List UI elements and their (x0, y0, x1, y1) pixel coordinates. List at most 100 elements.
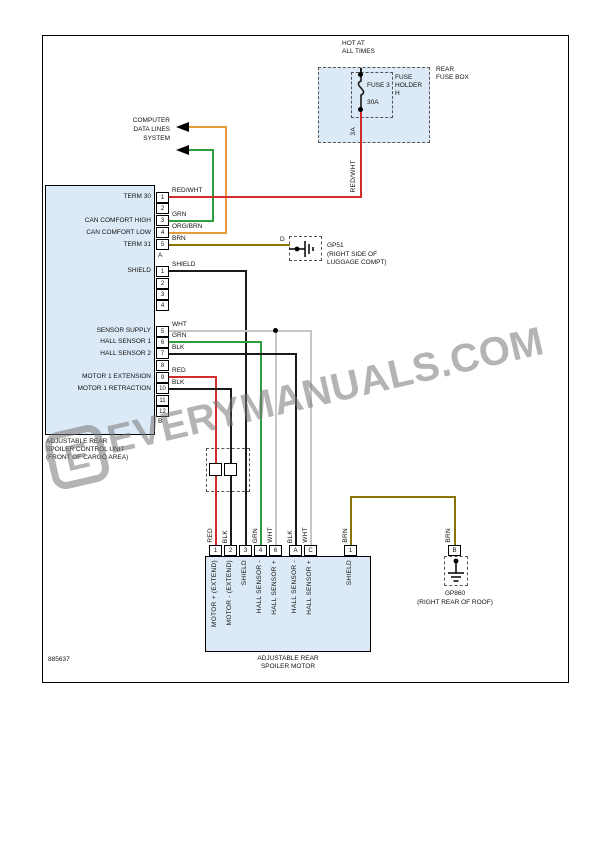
label-can-comfort-high: CAN COMFORT HIGH (84, 217, 151, 224)
wire-label-shield: SHIELD (172, 261, 196, 268)
cu-pin-a2: 2 (156, 203, 169, 214)
gp860-wire-label-brn: BRN (445, 528, 452, 543)
wire-motor-ret-blk (169, 388, 232, 390)
wire-term30-red-wht-vertical (360, 112, 362, 198)
wire-motor-shield-brn-across (350, 496, 456, 498)
label-term30: TERM 30 (123, 193, 151, 200)
wire-can-high-grn-pin (169, 220, 214, 222)
motor-label-shield-2: SHIELD (346, 560, 353, 586)
wire-motor-shield-brn-up (350, 496, 352, 546)
gp860-location: (RIGHT REAR OF ROOF) (417, 599, 493, 606)
wire-can-high-grn (189, 149, 214, 151)
wire-label-wht-b5: WHT (172, 321, 187, 328)
label-term31: TERM 31 (123, 241, 151, 248)
label-can-comfort-low: CAN COMFORT LOW (86, 229, 151, 236)
motor-pin-1: 1 (209, 545, 222, 556)
wire-shield-vertical (245, 270, 247, 546)
cu-pin-b9: 9 (156, 372, 169, 383)
motor-pin-6: 6 (269, 545, 282, 556)
wire-can-low-org-brn-vertical (225, 126, 227, 234)
wire-label-org-brn: ORG/BRN (172, 223, 203, 230)
fuse-holder-box (351, 72, 393, 118)
motor-caption-1: ADJUSTABLE REAR (257, 655, 319, 662)
computer-data-lines-label-1: COMPUTER (132, 117, 170, 124)
rear-fuse-box (318, 67, 430, 143)
wire-term30-red-wht (169, 196, 362, 198)
motor-wire-label-wht1: WHT (267, 527, 274, 543)
motor-pin-c: C (304, 545, 317, 556)
cu-pin-b7: 7 (156, 348, 169, 359)
cu-pin-b11: 11 (156, 395, 169, 406)
wire-motor-ext-red (169, 376, 217, 378)
control-unit-caption-1: ADJUSTABLE REAR (46, 438, 108, 445)
spoiler-control-unit-box (45, 185, 155, 435)
inline-connector-pin-1 (209, 463, 222, 476)
wire-hall1-grn (169, 341, 262, 343)
wire-red-wht-vertical-label: RED/WHT (350, 159, 357, 192)
wire-label-red-wht: RED/WHT (172, 187, 203, 194)
fuse-icon (352, 76, 370, 117)
wire-motor-shield-brn-down (454, 496, 456, 545)
motor-pin-shield: 1 (344, 545, 357, 556)
wire-motor-ext-red-vertical (215, 376, 217, 546)
wire-label-red-b9: RED (172, 367, 186, 374)
cu-pin-b3: 3 (156, 289, 169, 300)
wire-sensor-supply-wht (169, 330, 312, 332)
cu-connector-b-letter: B (158, 418, 163, 425)
computer-data-lines-label-3: SYSTEM (143, 135, 170, 142)
wire-can-low-org-brn (189, 126, 227, 128)
wire-sensor-supply-wht-branch1 (275, 330, 277, 546)
cu-pin-b6: 6 (156, 337, 169, 348)
ground-icon-gp860 (444, 556, 468, 591)
motor-pin-a: A (289, 545, 302, 556)
motor-label-shield-1: SHIELD (241, 560, 248, 586)
cu-pin-b1: 1 (156, 266, 169, 277)
gp860-name: GP860 (444, 590, 466, 597)
gp51-location-1: (RIGHT SIDE OF (327, 251, 378, 258)
fuse-box-name-line2: FUSE BOX (436, 74, 469, 81)
gp51-pin-letter: D (280, 236, 285, 243)
wire-sensor-supply-wht-branch2 (310, 330, 312, 546)
wire-hall2-blk-vertical (295, 353, 297, 546)
label-hall-sensor-1: HALL SENSOR 1 (100, 338, 151, 345)
computer-data-lines-label-2: DATA LINES (133, 126, 170, 133)
motor-wire-label-brn: BRN (342, 528, 349, 543)
motor-label-hall-plus-2: HALL SENSOR + (306, 560, 313, 615)
motor-caption-2: SPOILER MOTOR (260, 663, 316, 670)
motor-wire-label-wht2: WHT (302, 527, 309, 543)
wire-shield (169, 270, 247, 272)
fuse-rating-label: 30A (367, 99, 379, 106)
wire-label-blk-b7: BLK (172, 344, 185, 351)
wire-term31-brn (169, 244, 290, 246)
motor-label-extend-minus: MOTOR - (EXTEND) (226, 560, 233, 626)
fuse-terminal-label: 3A (350, 127, 357, 136)
diagram-border (42, 35, 569, 683)
cu-pin-a1: 1 (156, 192, 169, 203)
motor-pin-3: 3 (239, 545, 252, 556)
motor-wire-label-red: RED (207, 528, 214, 543)
motor-pin-2: 2 (224, 545, 237, 556)
fuse-box-name-line1: REAR (436, 66, 455, 73)
gp51-location-2: LUGGAGE COMPT) (327, 259, 387, 266)
cu-pin-a5: 5 (156, 239, 169, 250)
control-unit-caption-2: SPOILER CONTROL UNIT (46, 446, 125, 453)
motor-wire-label-blk1: BLK (222, 529, 229, 543)
cu-pin-b5: 5 (156, 326, 169, 337)
ground-icon-gp51 (289, 236, 322, 266)
wire-hall2-blk (169, 353, 297, 355)
motor-label-extend-plus: MOTOR + (EXTEND) (211, 560, 218, 627)
offpage-arrow-icon-can-low (176, 122, 189, 132)
label-motor1-retraction: MOTOR 1 RETRACTION (77, 385, 151, 392)
wire-label-grn-a3: GRN (172, 211, 187, 218)
junction-dot-sensor-supply (273, 328, 278, 333)
wire-hall1-grn-vertical (260, 341, 262, 546)
fuse-name-label: FUSE 3 (367, 82, 390, 89)
motor-label-hall-minus-1: HALL SENSOR - (256, 560, 263, 614)
hot-at-label: HOT AT (342, 40, 365, 47)
motor-wire-label-blk2: BLK (287, 529, 294, 543)
cu-pin-b12: 12 (156, 406, 169, 417)
label-sensor-supply: SENSOR SUPPLY (96, 327, 151, 334)
wire-label-brn-a5: BRN (172, 235, 186, 242)
motor-pin-4: 4 (254, 545, 267, 556)
